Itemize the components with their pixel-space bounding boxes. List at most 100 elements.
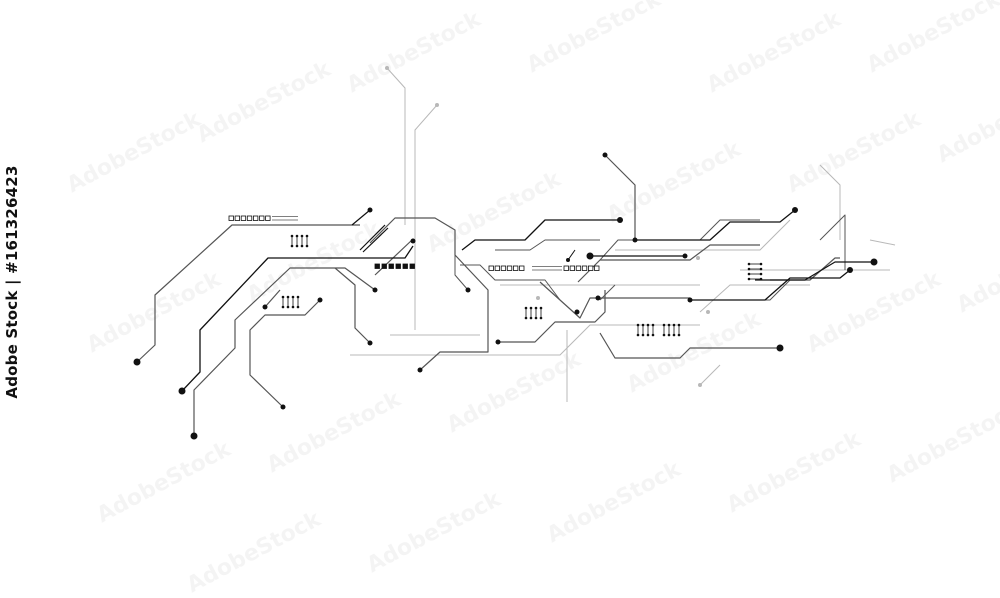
pin-end — [759, 277, 763, 281]
chip-bus — [272, 216, 298, 221]
circuit-trace — [690, 269, 851, 301]
trace-node — [372, 287, 378, 293]
circuit-trace — [699, 364, 721, 386]
pin-end — [534, 306, 538, 310]
pin-end — [641, 323, 645, 327]
stock-credit-label: Adobe Stock | #161326423 — [3, 165, 21, 399]
circuit-trace — [699, 284, 810, 313]
circuit-board-illustration — [133, 66, 896, 440]
pin-end — [667, 333, 671, 337]
chip-pad-row — [488, 265, 494, 271]
chip-pad-row — [506, 265, 513, 271]
circuit-trace — [359, 224, 386, 251]
pin-end — [747, 272, 751, 276]
pin-end — [300, 244, 304, 248]
chip-pad-row — [374, 263, 380, 269]
circuit-trace — [869, 239, 896, 246]
trace-node — [495, 339, 501, 345]
pin-end — [291, 305, 295, 309]
circuit-trace — [386, 67, 406, 225]
trace-node — [698, 383, 702, 387]
pin-end — [529, 316, 533, 320]
pin-end — [295, 244, 299, 248]
trace-node — [847, 267, 853, 273]
trace-node — [367, 207, 373, 213]
chip-pad-row — [581, 265, 588, 271]
trace-node — [602, 152, 608, 158]
chip-pad-row — [395, 263, 401, 269]
pin-end — [281, 305, 285, 309]
circuit-trace — [495, 239, 600, 251]
pin-end — [305, 244, 309, 248]
circuit-trace — [498, 290, 606, 343]
chip-pad-row — [494, 265, 501, 271]
pin-end — [641, 333, 645, 337]
chip-pad-row — [575, 265, 582, 271]
chip-pad-row — [388, 263, 394, 269]
chip-pad-row — [563, 265, 569, 271]
trace-node — [417, 367, 423, 373]
trace-node — [262, 304, 268, 310]
circuit-trace — [735, 279, 791, 301]
pin-end — [636, 333, 640, 337]
pin-end — [524, 316, 528, 320]
circuit-trace — [461, 219, 620, 251]
trace-node — [190, 432, 198, 440]
chip-pad-row — [265, 215, 271, 221]
pin-end — [747, 262, 751, 266]
chip-pad-row — [402, 263, 408, 269]
trace-node — [410, 238, 416, 244]
circuit-trace — [249, 299, 321, 408]
pin-end — [636, 323, 640, 327]
circuit-trace — [460, 264, 561, 301]
circuit-trace — [755, 261, 874, 281]
trace-node — [687, 297, 693, 303]
chip-pad-row — [409, 263, 415, 269]
circuit-trace — [350, 324, 700, 356]
circuit-trace — [615, 219, 791, 251]
trace-node — [178, 387, 186, 395]
pin-end — [672, 333, 676, 337]
chip-pad-row — [513, 265, 519, 271]
circuit-trace — [635, 209, 796, 241]
circuit-trace — [819, 214, 846, 270]
trace-node — [574, 309, 580, 315]
trace-node — [682, 253, 688, 259]
pin-end — [286, 305, 290, 309]
circuit-trace — [136, 224, 360, 363]
circuit-trace — [819, 164, 841, 240]
trace-node — [465, 287, 471, 293]
trace-node — [706, 310, 710, 314]
pin-end — [662, 333, 666, 337]
trace-node — [367, 340, 373, 346]
pin-end — [534, 316, 538, 320]
pin-end — [281, 295, 285, 299]
pin-end — [290, 234, 294, 238]
pin-end — [539, 306, 543, 310]
pin-end — [646, 333, 650, 337]
circuit-trace — [454, 245, 469, 291]
circuit-trace — [414, 104, 438, 330]
trace-node — [696, 256, 700, 260]
chip-pad-row — [594, 265, 600, 271]
circuit-trace — [567, 249, 576, 261]
pin-end — [672, 323, 676, 327]
pin-end — [300, 234, 304, 238]
chip-pad-row — [234, 215, 241, 221]
pin-end — [539, 316, 543, 320]
circuit-trace — [351, 209, 371, 226]
circuit-trace — [264, 289, 281, 308]
pin-end — [529, 306, 533, 310]
chip-pad-row — [252, 215, 259, 221]
pin-end — [759, 262, 763, 266]
circuit-trace — [369, 217, 489, 371]
chip-pad-row — [519, 265, 525, 271]
trace-node — [385, 66, 389, 70]
circuit-trace — [539, 281, 690, 319]
trace-node — [280, 404, 286, 410]
pin-end — [286, 295, 290, 299]
pin-end — [759, 272, 763, 276]
circuit-trace — [193, 267, 376, 436]
pin-end — [759, 267, 763, 271]
trace-node — [632, 237, 638, 243]
